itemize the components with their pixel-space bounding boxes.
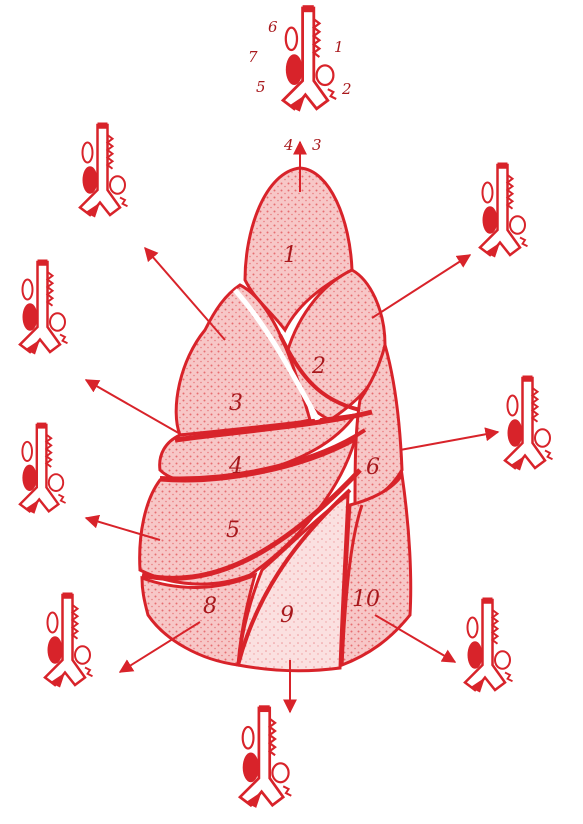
segment-label-10: 10 [352,587,380,612]
bronchus-icon-right [505,376,553,471]
segment-label-9: 9 [280,603,294,628]
segment-label-6: 6 [366,455,380,480]
top-label-4: 4 [283,136,294,154]
arrow-segment-6 [400,432,498,450]
bronchus-icon-left [20,260,68,355]
bronchus-icon-bottom-right [465,598,513,693]
segment-label-2: 2 [311,354,326,379]
bronchus-icon-upper-right [480,163,528,258]
arrow-segment-3 [145,248,225,340]
top-label-2: 2 [341,80,352,98]
segment-label-1: 1 [283,243,297,268]
bronchus-icon-top [283,5,336,111]
segment-label-8: 8 [203,594,217,619]
segment-label-5: 5 [226,518,240,543]
top-label-6: 6 [268,18,278,36]
top-label-5: 5 [256,78,266,96]
bronchus-icon-upper-left [80,123,128,218]
arrow-segment-4 [86,380,182,435]
bronchus-icon-lower-left [20,423,66,514]
segment-8-shape [142,575,255,665]
segment-10-shape [342,475,411,665]
segment-label-4: 4 [228,454,243,479]
bronchus-icon-bottom-left [45,593,93,688]
top-label-3: 3 [312,136,322,154]
arrow-segment-2 [372,255,470,318]
top-label-1: 1 [334,38,344,56]
bronchus-icon-bottom [240,705,291,808]
segment-label-3: 3 [229,391,243,416]
top-label-7: 7 [248,48,258,66]
